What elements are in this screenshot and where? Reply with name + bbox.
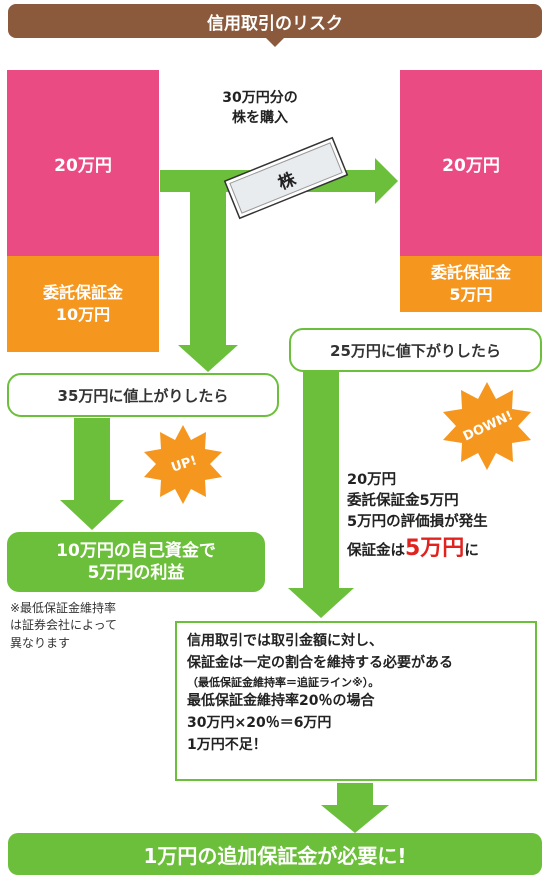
down-detail-line4-suffix: に <box>464 543 479 560</box>
stock-ticket-icon <box>223 136 349 220</box>
explain-line3: （最低保証金維持率＝追証ライン※）。 <box>187 676 380 690</box>
left-position-box: 20万円 <box>7 70 159 256</box>
right-position-value: 20万円 <box>442 155 500 176</box>
down-detail-line3: 5万円の評価損が発生 <box>347 514 488 531</box>
right-position-box: 20万円 <box>400 70 542 256</box>
profit-box: 10万円の自己資金で 5万円の利益 <box>7 532 265 592</box>
right-margin-value: 5万円 <box>449 285 493 304</box>
conclusion-banner: 1万円の追加保証金が必要に! <box>8 833 542 875</box>
explain-line5: 30万円×20％＝6万円 <box>187 715 332 732</box>
footnote: ※最低保証金維持率 は証券会社によって 異なります <box>10 600 170 652</box>
arrow-explain-to-conclusion <box>321 783 389 833</box>
explain-line2: 保証金は一定の割合を維持する必要がある <box>187 654 453 671</box>
left-margin-label: 委託保証金 <box>42 283 123 303</box>
down-burst-icon <box>443 382 531 470</box>
arrow-branch-down <box>178 192 238 372</box>
title-text: 信用取引のリスク <box>207 13 343 34</box>
down-detail-line2: 委託保証金5万円 <box>347 493 459 510</box>
right-margin-box: 委託保証金 5万円 <box>400 256 542 312</box>
down-scenario-text: 25万円に値下がりしたら <box>330 341 501 360</box>
conclusion-text: 1万円の追加保証金が必要に! <box>143 843 407 868</box>
title-bar: 信用取引のリスク <box>8 4 542 47</box>
arrow-down-to-explain <box>288 372 354 618</box>
up-scenario-text: 35万円に値上がりしたら <box>57 386 229 405</box>
down-detail-line4: 保証金は5万円に <box>347 533 542 565</box>
left-margin-box: 委託保証金 10万円 <box>7 256 159 352</box>
explanation-box: 信用取引では取引金額に対し、 保証金は一定の割合を維持する必要がある （最低保証… <box>175 621 537 781</box>
left-position-value: 20万円 <box>54 155 112 176</box>
up-burst-icon <box>144 425 222 504</box>
down-detail-line4-emphasis: 5万円 <box>405 536 465 562</box>
down-scenario-pill: 25万円に値下がりしたら <box>289 328 542 372</box>
purchase-note-line2: 株を購入 <box>232 110 288 127</box>
explain-line6: 1万円不足！ <box>187 736 267 753</box>
explain-line1: 信用取引では取引金額に対し、 <box>187 633 383 649</box>
down-detail-line1: 20万円 <box>347 472 397 488</box>
footnote-line1: ※最低保証金維持率 <box>10 601 117 615</box>
purchase-note: 30万円分の 株を購入 <box>205 88 315 129</box>
left-margin-value: 10万円 <box>55 305 111 324</box>
footnote-line3: 異なります <box>10 635 71 650</box>
profit-line2: 5万円の利益 <box>87 563 185 583</box>
arrow-up-to-profit <box>60 418 124 530</box>
profit-line1: 10万円の自己資金で <box>56 540 216 561</box>
purchase-note-line1: 30万円分の <box>222 90 298 106</box>
explain-line4: 最低保証金維持率20％の場合 <box>187 693 375 710</box>
footnote-line2: は証券会社によって <box>10 618 118 633</box>
down-detail-line4-prefix: 保証金は <box>347 543 405 560</box>
right-margin-label: 委託保証金 <box>430 263 511 283</box>
up-scenario-pill: 35万円に値上がりしたら <box>7 373 279 417</box>
down-detail: 20万円 委託保証金5万円 5万円の評価損が発生 保証金は5万円に <box>347 470 542 565</box>
